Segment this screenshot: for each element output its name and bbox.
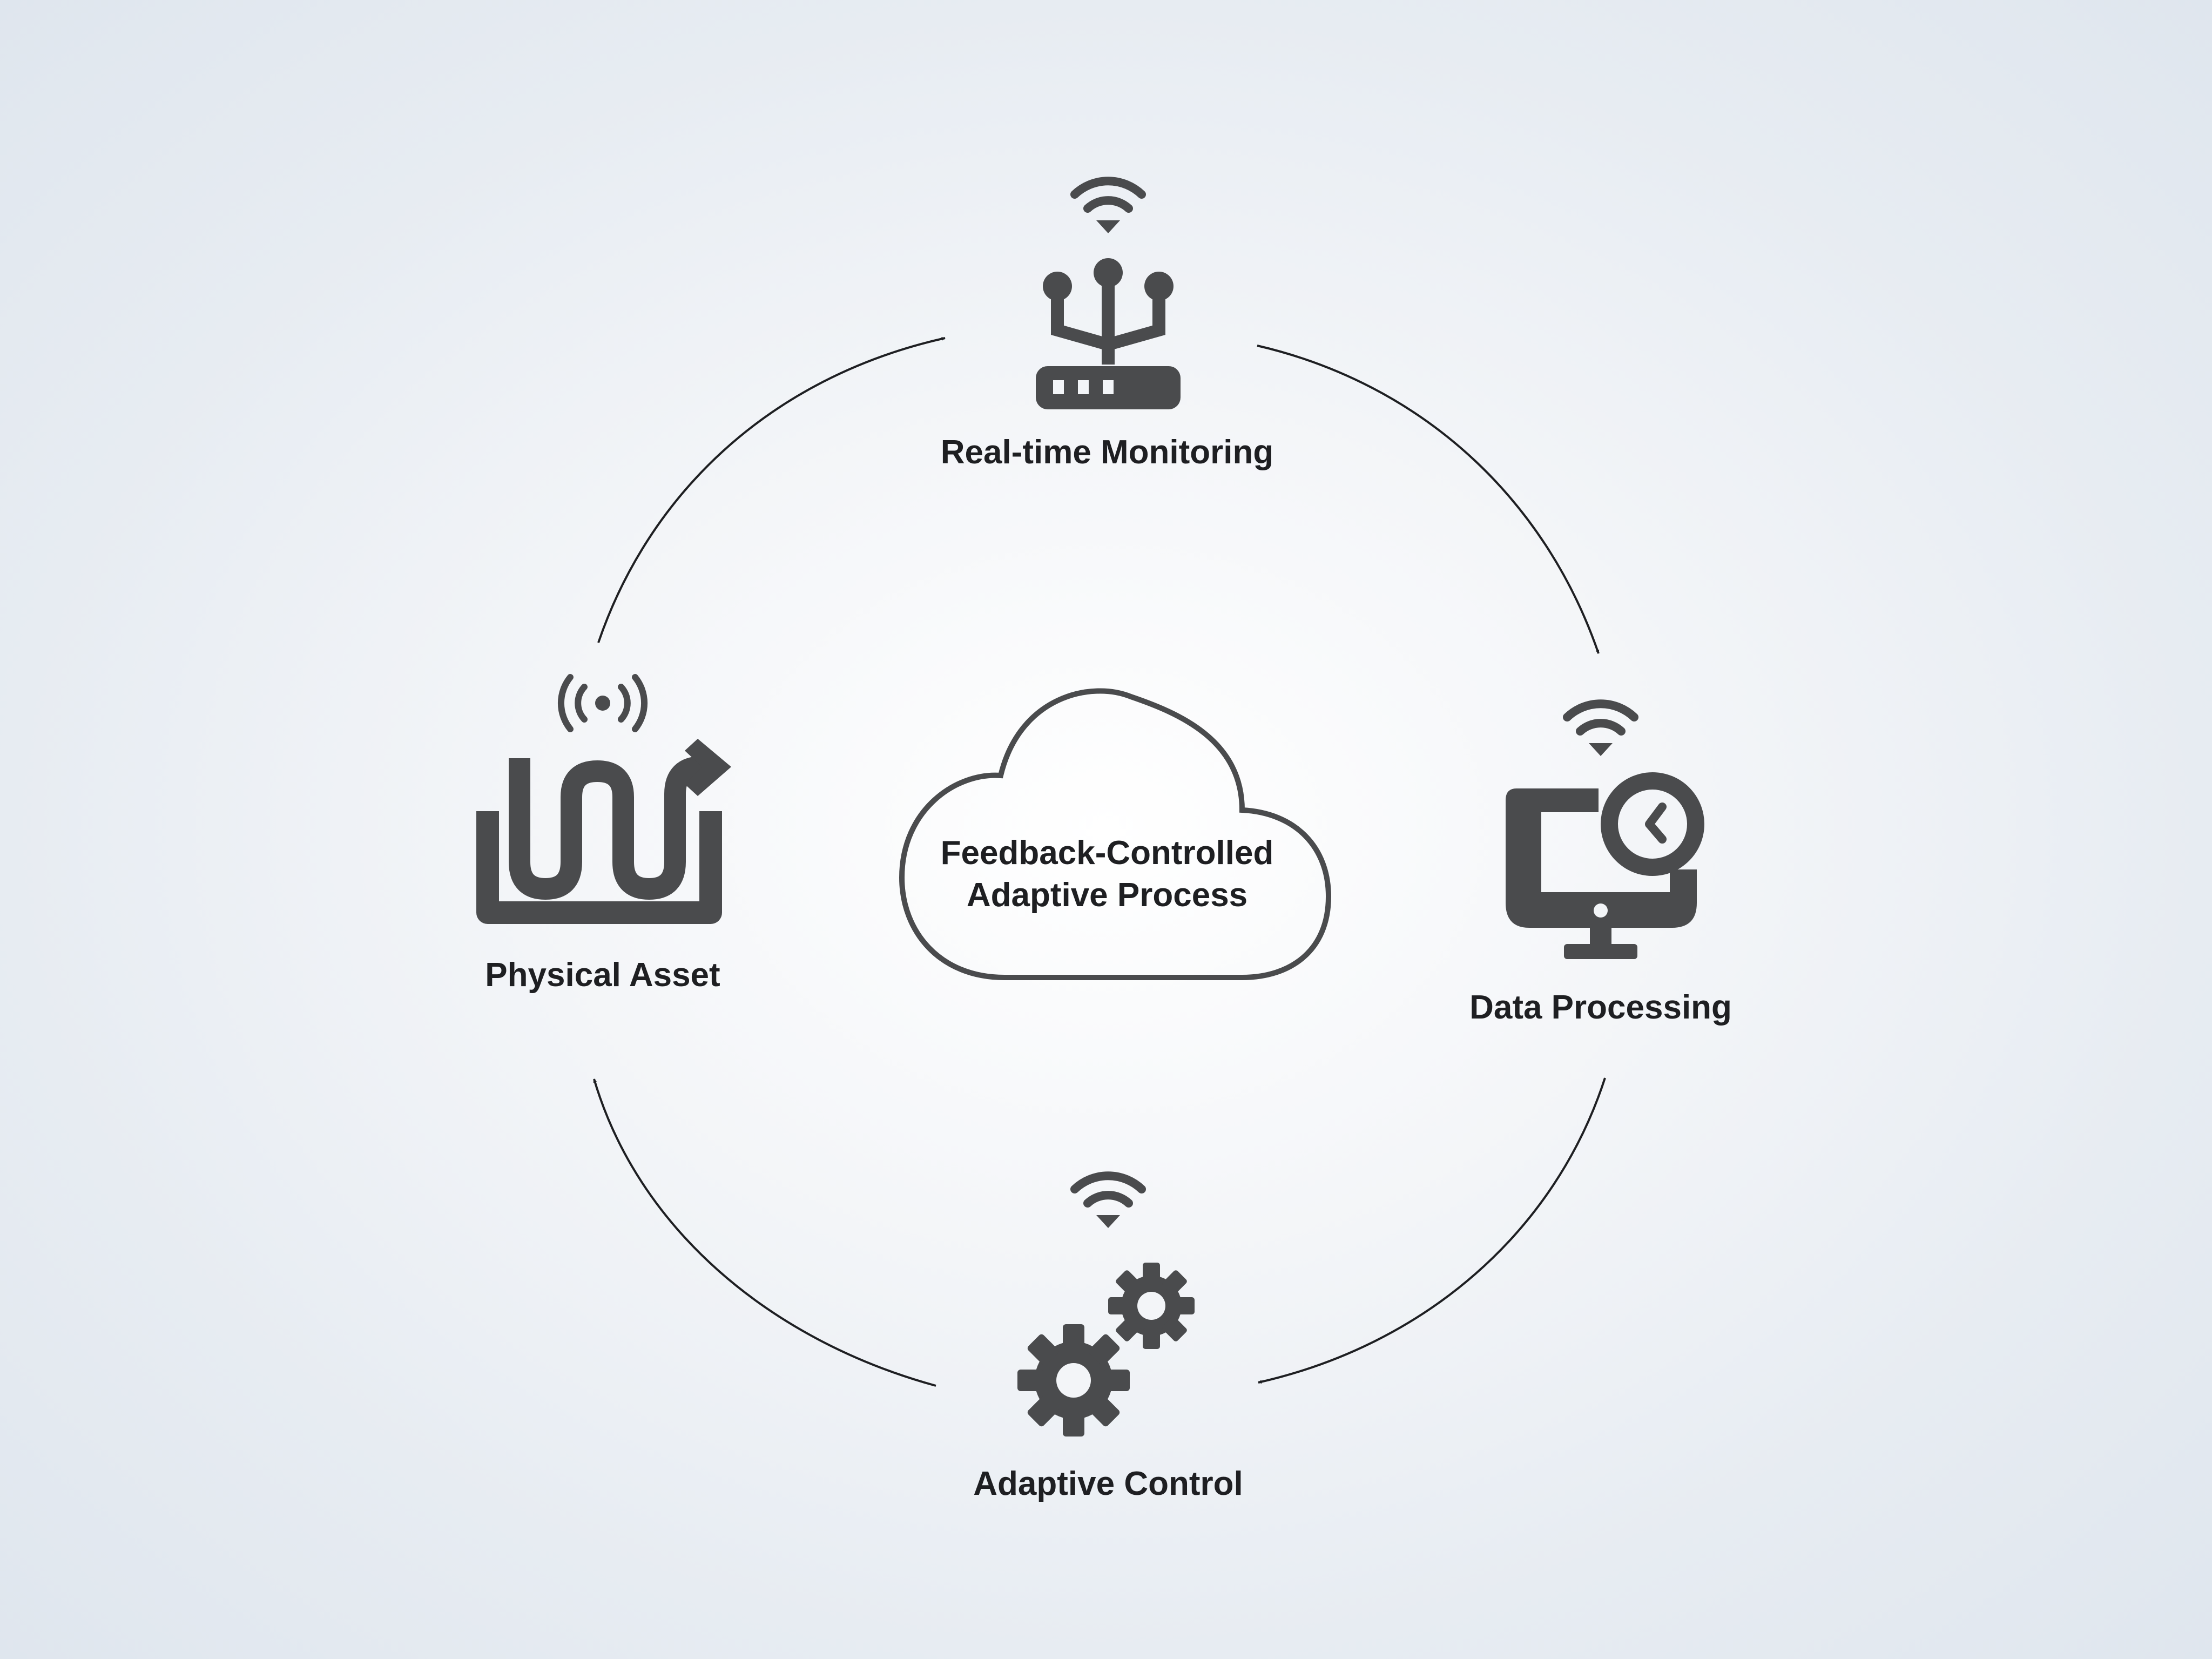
pipeline-asset-icon: [476, 739, 731, 924]
node-label: Data Processing: [1469, 989, 1732, 1026]
node-label: Real-time Monitoring: [941, 434, 1274, 471]
arrow-monitoring-to-processing: [1257, 345, 1600, 654]
gears-icon: [1017, 1263, 1195, 1437]
arrow-physical-to-monitoring: [597, 336, 946, 643]
wifi-icon: [1563, 699, 1638, 756]
center-title-line-2: Adaptive Process: [967, 876, 1247, 914]
arrow-processing-to-control: [1258, 1077, 1606, 1384]
center-cloud: Feedback-Controlled Adaptive Process: [899, 688, 1332, 980]
wifi-icon: [1070, 1171, 1146, 1228]
node-adaptive-control: Adaptive Control: [973, 1171, 1243, 1502]
arrow-control-to-physical: [593, 1078, 936, 1387]
node-data-processing: Data Processing: [1469, 699, 1732, 1026]
node-label: Adaptive Control: [973, 1465, 1243, 1502]
node-label: Physical Asset: [485, 956, 720, 994]
cloud-icon: [899, 688, 1332, 980]
router-icon: [1036, 258, 1181, 409]
monitor-clock-icon: [1506, 772, 1704, 959]
node-physical-asset: Physical Asset: [476, 674, 731, 994]
node-real-time-monitoring: Real-time Monitoring: [941, 177, 1274, 471]
center-title-line-1: Feedback-Controlled: [941, 834, 1274, 872]
broadcast-icon: [558, 674, 648, 732]
wifi-icon: [1070, 177, 1146, 233]
